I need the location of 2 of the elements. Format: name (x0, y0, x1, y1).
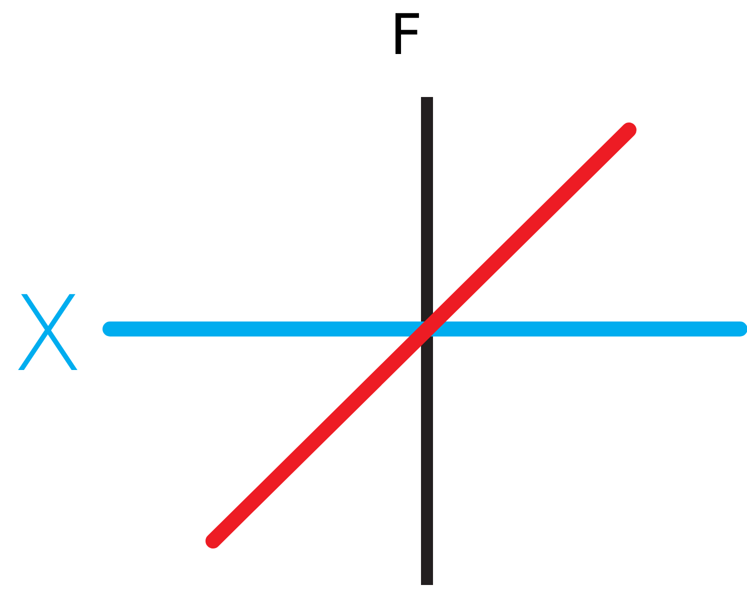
axis-label: X (12, 282, 84, 386)
axis-label: F (390, 8, 422, 64)
